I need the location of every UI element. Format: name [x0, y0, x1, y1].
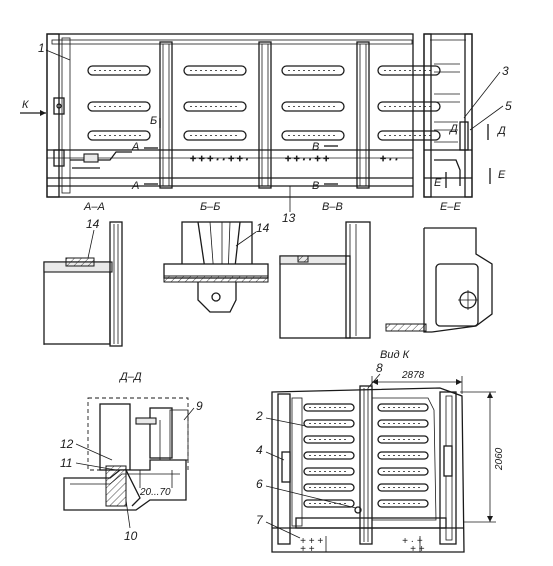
svg-text:+ + · · + +: + + · · + + — [285, 154, 329, 165]
section-a-a-title: А–А — [83, 201, 105, 213]
callout-6: 6 — [256, 477, 263, 491]
side-view-callouts: 1 13 3 5 — [38, 41, 512, 225]
dimension-width: 2878 — [401, 370, 425, 381]
callout-8: 8 — [376, 361, 383, 375]
section-e-e: Е–Е — [385, 201, 493, 333]
callout-3: 3 — [502, 64, 509, 78]
svg-text:+ +: + + — [410, 544, 425, 555]
callout-2: 2 — [255, 409, 263, 423]
callout-10: 10 — [124, 529, 138, 543]
callout-12: 12 — [60, 437, 74, 451]
view-k-title: Вид К — [380, 349, 410, 361]
dimension-gap: 20...70 — [139, 487, 171, 498]
section-a-a: А–А 14 — [43, 201, 123, 347]
marker-v2: В — [312, 180, 319, 192]
marker-v1: В — [312, 141, 319, 153]
section-d-d: Д–Д 20...70 9 12 11 10 — [60, 371, 203, 543]
callout-9: 9 — [196, 399, 203, 413]
section-v-v: В–В — [279, 201, 371, 339]
callout-5: 5 — [505, 99, 512, 113]
callout-4: 4 — [256, 443, 263, 457]
marker-k: К — [22, 99, 29, 111]
svg-text:+ · ·: + · · — [380, 154, 398, 165]
svg-text:+ + +: + + + — [300, 536, 323, 547]
side-view-frame: + + + · · + + · + + · · + + + · · — [46, 33, 441, 198]
callout-1: 1 — [38, 41, 45, 55]
section-d-d-title: Д–Д — [118, 371, 142, 383]
marker-b1: Б — [150, 115, 157, 127]
callout-13: 13 — [282, 211, 296, 225]
svg-text:+ · +: + · + — [402, 536, 423, 547]
callout-11: 11 — [60, 456, 72, 470]
section-markers: К А А Б В В Д Д Е Е — [20, 99, 506, 192]
section-b-b: Б–Б 14 — [163, 201, 270, 313]
section-b-b-title: Б–Б — [200, 201, 220, 213]
marker-a1: А — [131, 141, 139, 153]
section-v-v-title: В–В — [322, 201, 343, 213]
callout-7: 7 — [256, 513, 264, 527]
marker-a2: А — [131, 180, 139, 192]
view-k: Вид К + + + + + + — [255, 349, 505, 555]
marker-e1: Е — [434, 177, 442, 189]
svg-text:+ + + · · + + ·: + + + · · + + · — [190, 154, 249, 165]
end-view-frame — [423, 33, 473, 198]
callout-14a: 14 — [86, 217, 100, 231]
callout-14b: 14 — [256, 221, 270, 235]
svg-text:+ +: + + — [300, 544, 315, 555]
dimension-height: 2060 — [494, 447, 505, 471]
marker-d2: Д — [496, 125, 506, 137]
marker-e2: Е — [498, 169, 506, 181]
marker-d1: Д — [448, 123, 458, 135]
section-e-e-title: Е–Е — [440, 201, 461, 213]
